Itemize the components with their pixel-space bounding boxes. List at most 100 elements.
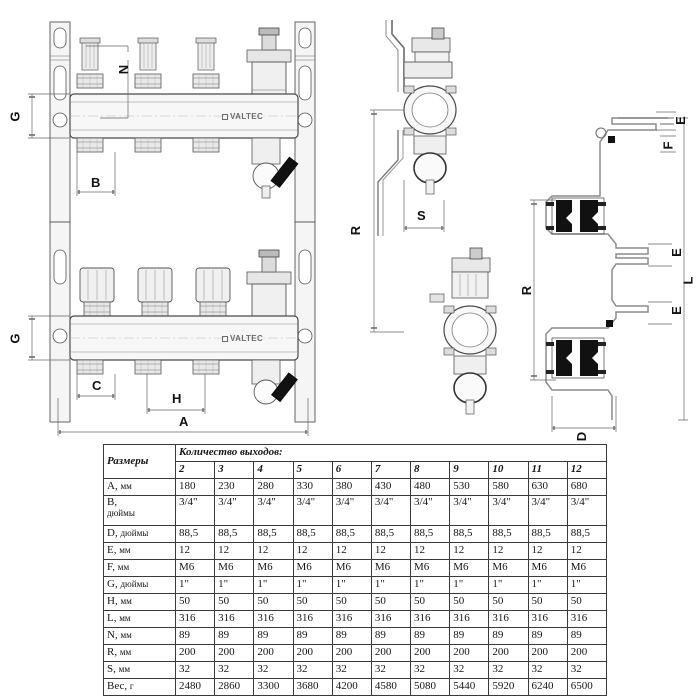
outlet-group-upper — [76, 137, 220, 153]
column-header-9: 9 — [449, 461, 490, 479]
table-cell: 316 — [449, 610, 490, 628]
row-label-letter: E, — [107, 544, 117, 557]
end-valve-upper — [246, 27, 292, 95]
row-label: S, мм — [103, 661, 176, 679]
row-label-unit: мм — [119, 613, 131, 624]
side-view — [370, 20, 497, 415]
column-header-3: 3 — [214, 461, 255, 479]
dimension-label-h: H — [172, 391, 182, 406]
row-label-letter: F, — [107, 561, 115, 574]
table-cell: 50 — [214, 593, 255, 611]
table-cell: 32 — [566, 661, 608, 679]
table-cell: 32 — [410, 661, 451, 679]
column-header-6: 6 — [331, 461, 372, 479]
table-cell: 1" — [566, 576, 608, 594]
table-cell: 480 — [410, 478, 451, 496]
table-cell: 1" — [488, 576, 529, 594]
upper-manifold — [69, 27, 299, 199]
dimension-lines-section — [530, 111, 688, 432]
table-cell: 430 — [370, 478, 412, 496]
table-cell: 88,5 — [527, 525, 568, 543]
table-cell: 316 — [566, 610, 608, 628]
table-cell: 50 — [566, 593, 608, 611]
table-cell: 3300 — [253, 678, 294, 696]
table-cell: 88,5 — [331, 525, 372, 543]
row-label-letter: R, — [107, 646, 118, 659]
table-cell: М6 — [331, 559, 372, 577]
table-cell: 200 — [214, 644, 255, 662]
table-cell: 3/4" — [292, 495, 333, 526]
row-label-letter: L, — [107, 612, 117, 625]
dimension-label-s: S — [417, 208, 426, 223]
side-assembly-top — [403, 27, 457, 195]
drain-valve-upper — [251, 137, 299, 199]
table-cell: 5920 — [488, 678, 529, 696]
table-cell: 530 — [449, 478, 490, 496]
dimension-label-a: A — [179, 414, 189, 429]
table-cell: 88,5 — [292, 525, 333, 543]
row-label-unit: дюймы — [120, 528, 149, 539]
table-cell: 50 — [292, 593, 333, 611]
table-cell: 1" — [331, 576, 372, 594]
row-label-unit: мм — [119, 545, 131, 556]
table-cell: М6 — [527, 559, 568, 577]
row-label-letter: H, — [107, 595, 118, 608]
table-cell: 3/4" — [370, 495, 412, 526]
valtec-logo-mark-lower — [222, 336, 228, 342]
table-cell: 3/4" — [331, 495, 372, 526]
row-label: Вес, г — [103, 678, 176, 696]
section-view — [530, 111, 688, 432]
gasket-blocks-top — [546, 197, 606, 235]
mounting-rail-left — [49, 21, 71, 423]
dimension-label-e-mid: E — [668, 248, 684, 257]
table-cell: 316 — [370, 610, 412, 628]
row-label: H, мм — [103, 593, 176, 611]
row-label-letter: G, — [107, 578, 118, 591]
table-cell: 32 — [174, 661, 216, 679]
row-label-letter: Вес, — [107, 680, 128, 693]
table-cell: 6500 — [566, 678, 608, 696]
dimension-label-c: C — [92, 378, 102, 393]
table-cell: 330 — [292, 478, 333, 496]
end-valve-lower — [246, 249, 292, 317]
table-cell: 200 — [566, 644, 608, 662]
row-label-unit: мм — [120, 596, 132, 607]
table-cell: 280 — [253, 478, 294, 496]
table-cell: 3/4" — [410, 495, 451, 526]
table-cell: 5440 — [449, 678, 490, 696]
table-cell: 50 — [253, 593, 294, 611]
table-cell: 32 — [253, 661, 294, 679]
row-label-unit: мм — [117, 562, 130, 573]
row-label: F, мм — [103, 559, 176, 577]
table-cell: 12 — [331, 542, 372, 560]
table-cell: М6 — [488, 559, 529, 577]
table-cell: 12 — [527, 542, 568, 560]
table-cell: 50 — [370, 593, 412, 611]
side-assembly-bottom — [429, 247, 497, 415]
table-cell: 1" — [410, 576, 451, 594]
table-cell: 3/4" — [488, 495, 529, 526]
table-cell: 4580 — [370, 678, 412, 696]
table-cell: 50 — [174, 593, 216, 611]
table-cell: 3/4" — [174, 495, 216, 526]
table-cell: 50 — [488, 593, 529, 611]
table-cell: 4200 — [331, 678, 372, 696]
dimension-lines-front — [28, 45, 309, 436]
table-cell: 89 — [253, 627, 294, 645]
drawing-canvas — [28, 20, 688, 436]
dimension-label-g-lower: G — [7, 333, 23, 344]
table-cell: 89 — [566, 627, 608, 645]
table-header-row-title: Размеры Количество выходов: — [103, 444, 608, 479]
table-cell: 32 — [214, 661, 255, 679]
table-cell: 32 — [449, 661, 490, 679]
table-cell: 316 — [174, 610, 216, 628]
lower-manifold — [69, 249, 299, 405]
table-cell: М6 — [370, 559, 412, 577]
table-cell: 1" — [253, 576, 294, 594]
